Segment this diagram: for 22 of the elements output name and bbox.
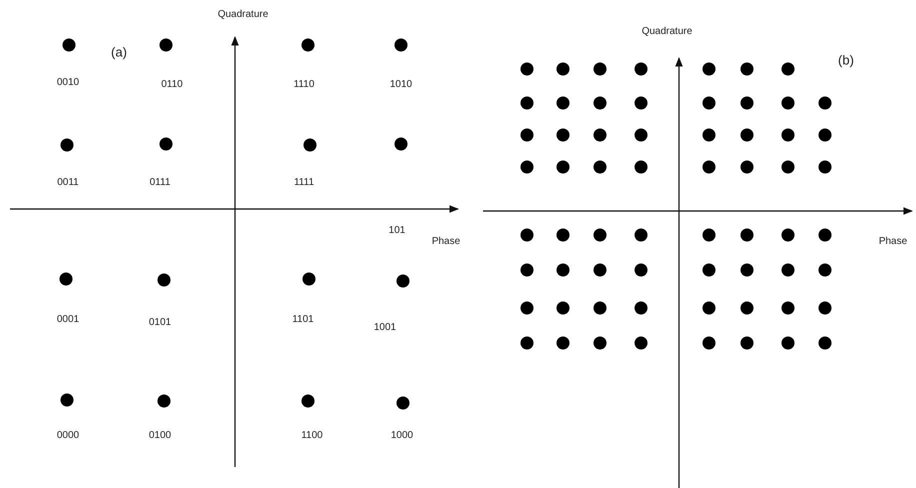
axis-label: Phase <box>878 237 908 247</box>
axis-label: Quadrature <box>218 10 268 20</box>
axis-label: 1111 <box>294 178 314 188</box>
axis-label: 0101 <box>148 318 172 328</box>
axis-label: 0001 <box>56 315 80 325</box>
axis-label: Quadrature <box>642 27 692 37</box>
axis-label: Phase <box>432 237 460 247</box>
axis-label: (b) <box>838 54 854 66</box>
axis-label: 0000 <box>56 431 80 441</box>
axis-label: 0011 <box>57 178 79 188</box>
axis-label: 0110 <box>161 80 183 90</box>
axis-label: 1101 <box>292 315 314 325</box>
axis-label: 1001 <box>374 323 396 333</box>
axis-label: 1000 <box>390 431 414 441</box>
axis-label: 101 <box>388 226 406 236</box>
axis-label: 1010 <box>390 80 412 90</box>
axis-label: 0111 <box>150 178 170 188</box>
axis-label: 0100 <box>148 431 172 441</box>
axis-label: 0010 <box>56 78 80 88</box>
axis-label: (a) <box>111 46 127 58</box>
axis-label: 1110 <box>294 80 314 90</box>
axis-label: 1100 <box>301 431 323 441</box>
